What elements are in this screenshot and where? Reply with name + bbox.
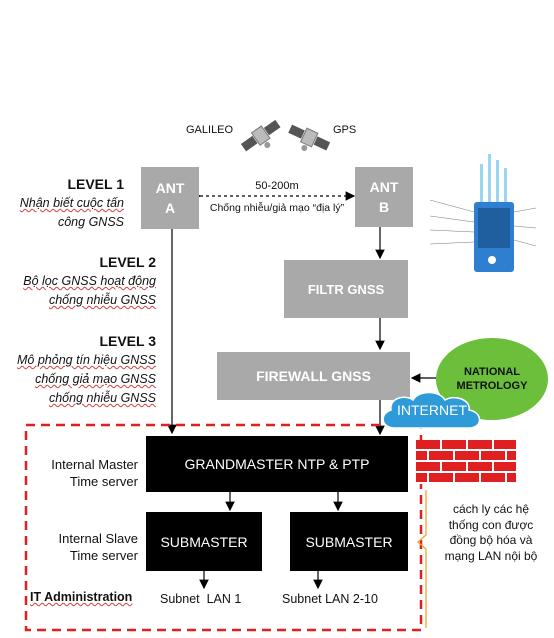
level-2-title: LEVEL 2: [99, 254, 156, 270]
master-label-line1: Internal Master: [51, 457, 138, 472]
master-label-line2: Time server: [69, 474, 138, 489]
metrology-line2: METROLOGY: [456, 380, 528, 392]
isolation-note-line3: đồng bộ hóa và: [449, 533, 533, 547]
galileo-satellite-icon: [240, 119, 281, 152]
internet-label: INTERNET: [397, 402, 467, 418]
isolation-bracket: [417, 490, 427, 628]
level-1-title: LEVEL 1: [67, 176, 124, 192]
submaster-left-box: SUBMASTER: [146, 512, 262, 571]
level-2-desc-line2: chống nhiễu GNSS: [48, 293, 156, 307]
internal-network-frame: [24, 423, 423, 632]
level-3-desc: Mô phỏng tín hiệu GNSS chống giả mạo GNS…: [0, 351, 156, 408]
subnet-lan-2-10: Subnet LAN 2-10: [282, 592, 378, 606]
submaster-right-box: SUBMASTER: [290, 512, 408, 571]
level-1-desc: Nhận biết cuộc tấn công GNSS: [0, 194, 124, 232]
galileo-label: GALILEO: [186, 124, 234, 136]
internet-cloud-icon: [382, 391, 481, 429]
isolation-note: cách ly các hệ thống con được đồng bộ hó…: [432, 502, 550, 564]
subnet-lan-1: Subnet LAN 1: [160, 592, 242, 606]
ant-b-box: ANT B: [355, 167, 413, 227]
metrology-line1: NATIONAL: [463, 366, 520, 378]
firewall-brick-icon: [416, 440, 516, 484]
distance-caption: Chống nhiễu/giả mạo “địa lý”: [209, 202, 345, 214]
isolation-note-line4: mạng LAN nội bộ: [444, 548, 538, 563]
gps-label: GPS: [333, 124, 357, 136]
gps-satellite-icon: [288, 124, 331, 151]
level-3-desc-line2: chống giả mạo GNSS: [35, 372, 156, 386]
it-admin-label: IT Administration: [30, 590, 133, 604]
filter-gnss-box: FILTR GNSS: [284, 260, 408, 318]
slave-label: Internal Slave Time server: [30, 530, 139, 564]
isolation-note-line1: cách ly các hệ: [452, 502, 530, 516]
distance-label: 50-200m: [255, 180, 299, 192]
slave-label-line1: Internal Slave: [58, 531, 139, 546]
ant-a-box: ANT A: [141, 167, 199, 229]
level-3-title: LEVEL 3: [99, 333, 156, 349]
level-1-desc-line1: Nhận biết cuộc tấn: [19, 196, 124, 210]
level-2-desc: Bộ lọc GNSS hoạt động chống nhiễu GNSS: [0, 272, 156, 310]
slave-label-line2: Time server: [69, 548, 138, 563]
ant-b-line1: ANT: [369, 179, 399, 195]
ant-a-line1: ANT: [155, 180, 185, 196]
firewall-gnss-box: FIREWALL GNSS: [217, 352, 410, 400]
level-2-desc-line1: Bộ lọc GNSS hoạt động: [23, 274, 156, 288]
jammer-device-icon: [430, 154, 537, 272]
level-3-desc-line3: chống nhiễu GNSS: [48, 391, 156, 405]
level-1-desc-line2: công GNSS: [57, 215, 124, 229]
master-label: Internal Master Time server: [30, 456, 138, 490]
ant-b-line2: B: [378, 199, 390, 215]
level-3-desc-line1: Mô phỏng tín hiệu GNSS: [17, 353, 156, 367]
grandmaster-box: GRANDMASTER NTP & PTP: [146, 436, 408, 492]
ant-a-line2: A: [164, 200, 176, 216]
isolation-note-line2: thống con được: [448, 517, 534, 532]
